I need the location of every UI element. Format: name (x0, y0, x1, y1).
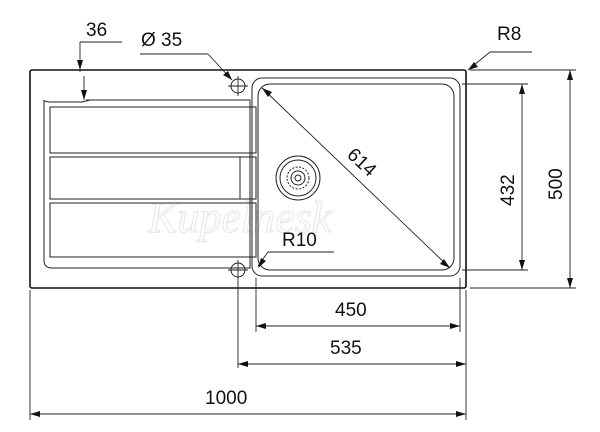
dim-1000 (30, 411, 466, 417)
bowl-inner (257, 83, 455, 271)
drain-strainer (275, 155, 321, 201)
diagonal-dimension (261, 87, 451, 269)
tap-hole-bottom (228, 260, 248, 280)
dim-36 (77, 41, 210, 101)
sink-outline (29, 69, 467, 289)
label-r8: R8 (497, 24, 521, 45)
label-535: 535 (330, 338, 362, 359)
label-r10: R10 (282, 230, 317, 251)
bowl-rim (251, 77, 461, 277)
label-500: 500 (546, 168, 567, 200)
dim-tap-hole (140, 53, 233, 81)
label-tap-hole: Ø 35 (141, 30, 182, 51)
tap-hole-top (228, 76, 248, 96)
dim-450 (256, 323, 460, 329)
dim-500 (470, 69, 576, 289)
extension-lines (29, 278, 467, 420)
drainer-ribs (49, 106, 257, 258)
diagonal-label: 614 (343, 144, 381, 181)
dim-432 (462, 83, 528, 271)
watermark: Kupelnesk (147, 193, 333, 242)
dim-r10 (257, 251, 334, 268)
dim-r8 (467, 51, 532, 71)
drainer-outline (43, 99, 251, 269)
label-1000: 1000 (205, 388, 247, 409)
dim-535 (238, 361, 466, 367)
label-432: 432 (498, 174, 519, 206)
label-450: 450 (335, 300, 367, 321)
label-36: 36 (86, 20, 107, 41)
